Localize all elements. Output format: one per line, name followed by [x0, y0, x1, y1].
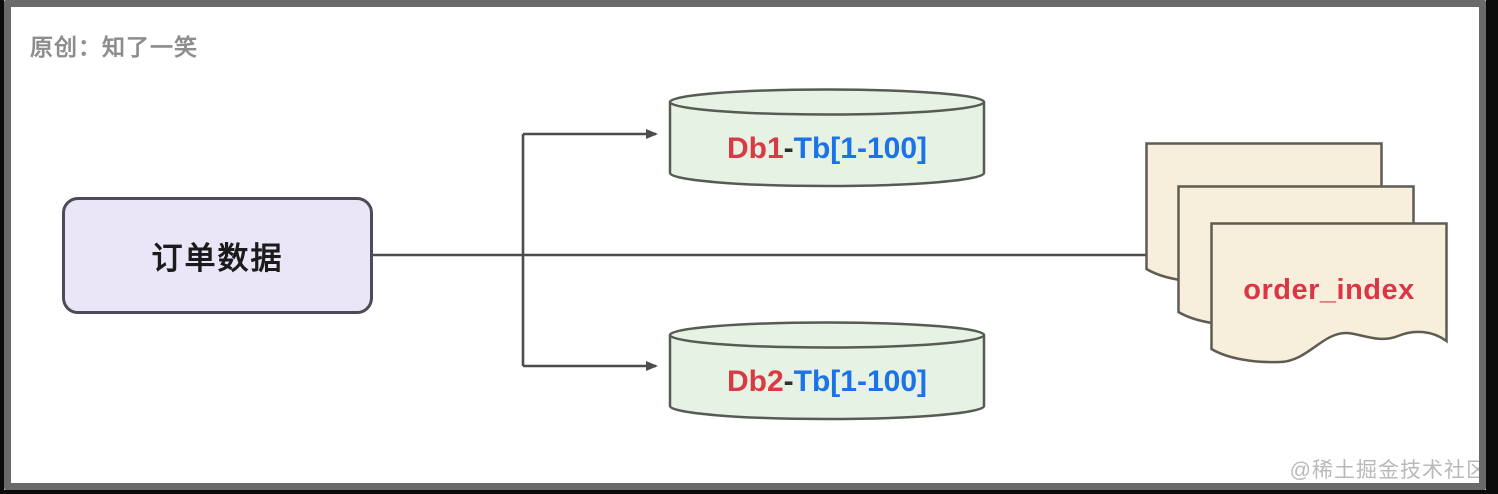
order-data-node: 订单数据	[62, 197, 373, 314]
db2-name: Db2	[726, 365, 784, 398]
order-data-label: 订单数据	[151, 241, 284, 276]
db1-name: Db1	[726, 132, 784, 165]
watermark-text: @稀土掘金技术社区	[1289, 459, 1488, 482]
database-cylinder-db2	[668, 321, 986, 421]
credit-text: 原创：知了一笑	[30, 34, 198, 60]
db1-tables: Tb[1-100]	[793, 132, 928, 165]
db1-label: Db1-Tb[1-100]	[668, 130, 986, 168]
db2-tables: Tb[1-100]	[793, 365, 928, 398]
document-sheet-front	[1210, 222, 1448, 364]
db2-dash: -	[783, 365, 794, 398]
database-cylinder-db1	[668, 88, 986, 188]
db1-dash: -	[783, 132, 794, 165]
order-index-label: order_index	[1243, 274, 1415, 306]
db2-label: Db2-Tb[1-100]	[668, 363, 986, 401]
